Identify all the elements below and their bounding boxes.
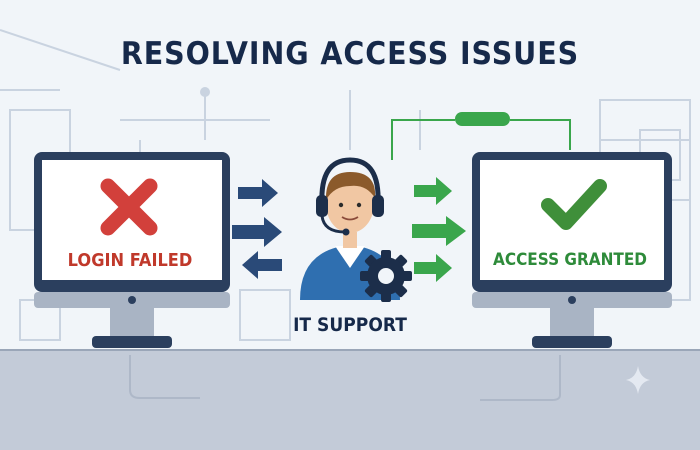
arrow-left-icon [242,251,282,279]
green-check-icon [541,179,607,230]
left-monitor [34,152,230,348]
red-x-icon [100,178,158,236]
arrow-right-icon [238,179,278,207]
gear-icon [360,250,412,302]
connector-plug [455,112,510,126]
headset-icon [316,157,384,236]
arrow-right-icon [414,177,452,205]
login-failed-label: LOGIN FAILED [67,250,193,271]
it-support-label: IT SUPPORT [293,314,407,336]
page-title: RESOLVING ACCESS ISSUES [120,36,580,72]
arrow-right-icon [412,216,466,246]
arrows-right [412,177,466,282]
connection-line [391,119,571,160]
arrow-right-icon [414,254,452,282]
arrow-right-icon [232,217,282,247]
sparkle-icon [626,366,650,394]
access-granted-label: ACCESS GRANTED [492,250,648,270]
arrows-left [232,179,282,279]
floor-line [129,355,200,399]
floor [0,350,700,450]
